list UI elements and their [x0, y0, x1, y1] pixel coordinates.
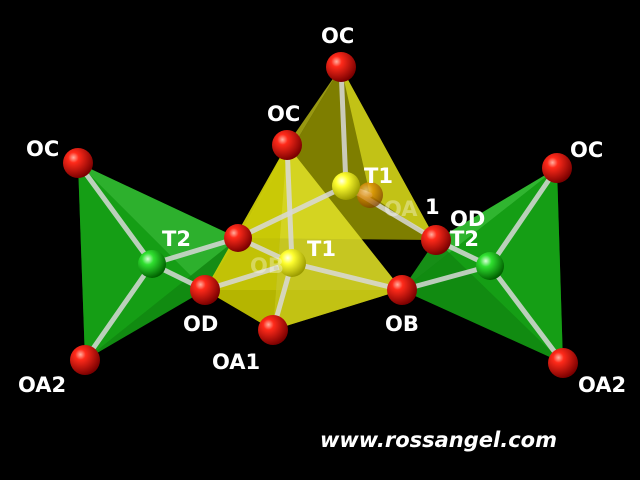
oxygen-atom-oa2-right [548, 348, 578, 378]
label-od-left: OD [183, 312, 218, 336]
oxygen-atom-od-left [190, 275, 220, 305]
t1-atom-front [278, 249, 306, 277]
label-ob: OB [385, 312, 419, 336]
label-oa1: OA1 [212, 350, 260, 374]
label-oc-top: OC [321, 24, 354, 48]
label-oc-right: OC [570, 138, 603, 162]
label-t2-left: T2 [162, 227, 191, 251]
oxygen-atom-od-right [421, 225, 451, 255]
label-t1-back: T1 [364, 164, 393, 188]
oxygen-atom-ob-back [224, 224, 252, 252]
oxygen-atom-oc-top [326, 52, 356, 82]
oxygen-atom-oc-upper [272, 130, 302, 160]
label-ob-hidden: OB [250, 254, 284, 278]
watermark-url: www.rossangel.com [320, 428, 557, 452]
t1-atom-back [332, 172, 360, 200]
label-oa2-left: OA2 [18, 373, 66, 397]
oxygen-atom-ob [387, 275, 417, 305]
label-oa1-back-suffix: 1 [425, 195, 440, 219]
label-t2-right: T2 [450, 227, 479, 251]
t2-atom-left [138, 250, 166, 278]
label-od-right: OD [450, 207, 485, 231]
oxygen-atom-oc-right [542, 153, 572, 183]
oxygen-atom-oa1 [258, 315, 288, 345]
label-oa1-back: OA [384, 197, 418, 221]
oxygen-atom-oa1-back [357, 182, 383, 208]
oxygen-atom-oc-left [63, 148, 93, 178]
oxygen-atom-oa2-left [70, 345, 100, 375]
label-t1-front: T1 [307, 237, 336, 261]
t2-atom-right [476, 252, 504, 280]
label-oc-upper: OC [267, 102, 300, 126]
label-oa2-right: OA2 [578, 373, 626, 397]
label-oc-left: OC [26, 137, 59, 161]
